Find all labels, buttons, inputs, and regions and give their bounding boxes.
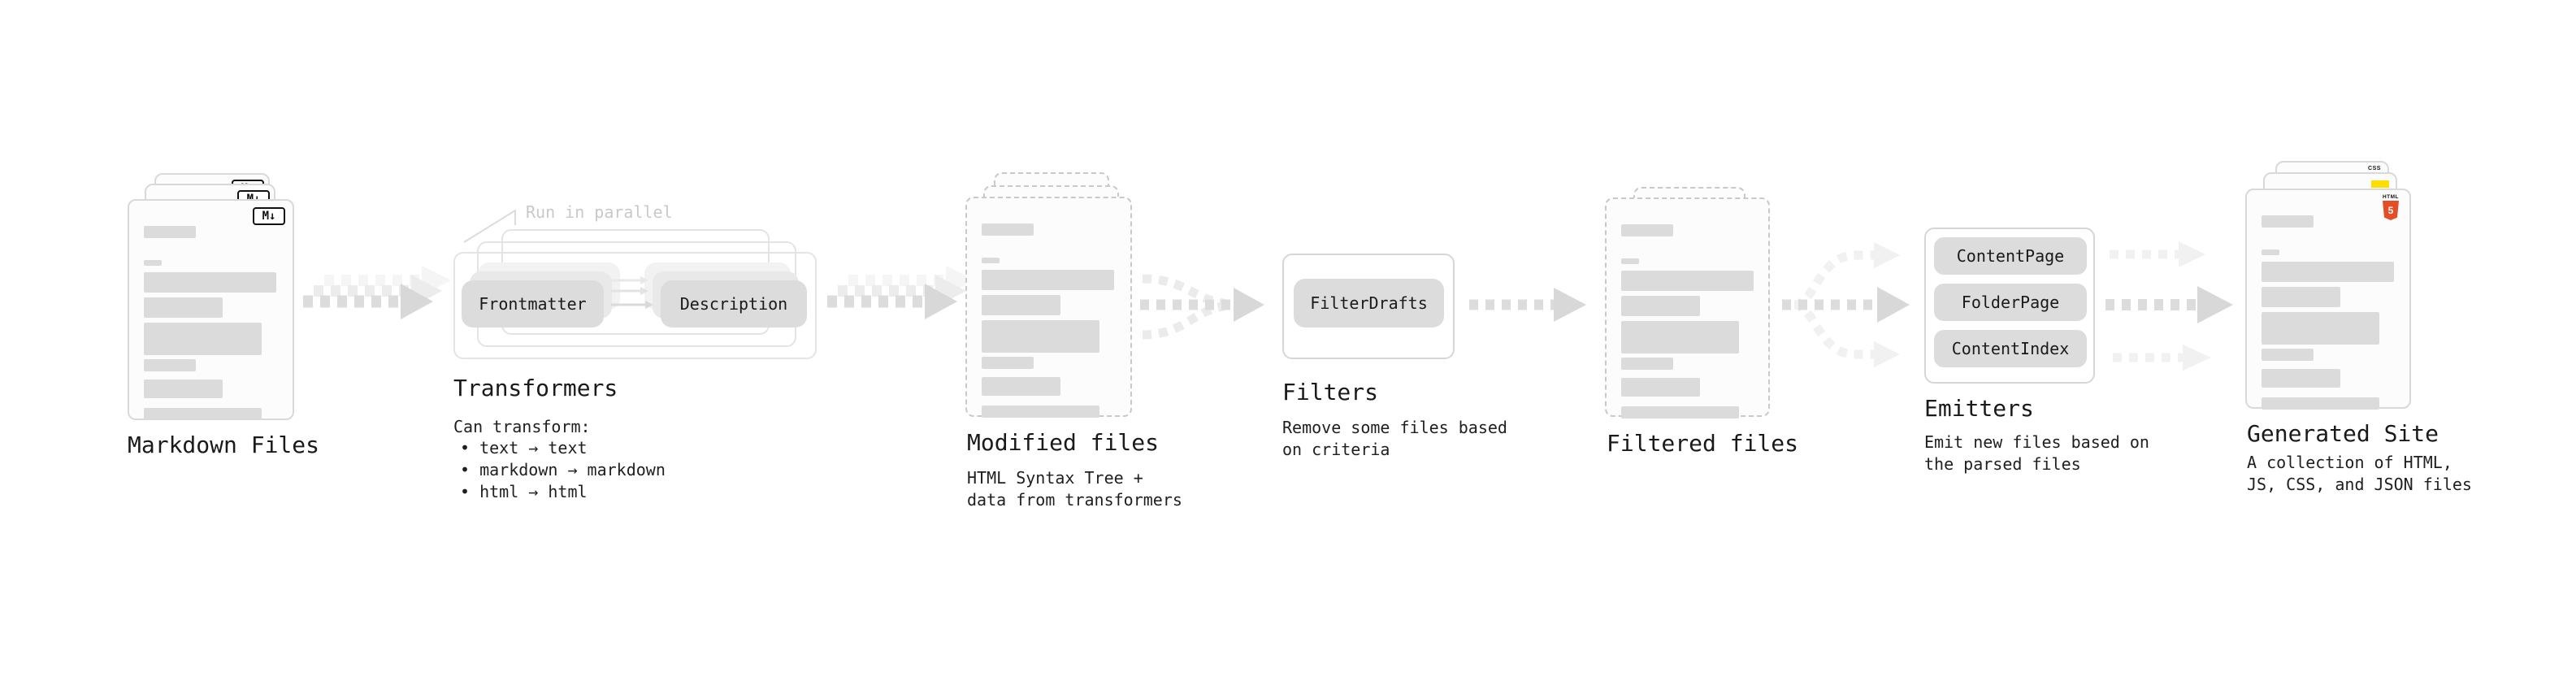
arrow-transformers-to-modified-icon: [827, 266, 975, 319]
placeholder-bar: [982, 377, 1060, 396]
markdown-file-card-front: M↓: [128, 199, 294, 420]
placeholder-bar: [2262, 262, 2394, 282]
frontmatter-pill-label: Frontmatter: [479, 294, 587, 314]
contentpage-label: ContentPage: [1956, 246, 2065, 266]
placeholder-bar: [982, 270, 1114, 290]
transform-bullet: • html → html: [460, 482, 588, 501]
doc-text-placeholder: [144, 201, 281, 420]
transformers-bullet-list: • text → text • markdown → markdown • ht…: [453, 437, 666, 503]
placeholder-bar: [1621, 406, 1739, 419]
placeholder-bar: [144, 380, 223, 398]
html5-icon-label: HTML: [2382, 194, 2400, 200]
emitter-contentindex-pill: ContentIndex: [1934, 330, 2087, 367]
arrow-modified-to-filters-merge-icon: [1140, 274, 1264, 340]
placeholder-bar: [982, 223, 1034, 236]
placeholder-bar: [2262, 287, 2340, 307]
placeholder-bar: [144, 297, 223, 318]
generated-site-title: Generated Site: [2247, 420, 2439, 447]
description-pill-label: Description: [679, 294, 788, 314]
emitters-caption: Emit new files based on the parsed files: [1924, 432, 2149, 474]
html5-icon: HTML 5: [2382, 194, 2400, 220]
placeholder-bar: [2262, 249, 2279, 255]
placeholder-bar: [144, 359, 196, 371]
modified-files-section: [965, 172, 1133, 420]
arrow-filtered-to-emitters-fanout-icon: [1782, 242, 1910, 367]
doc-text-placeholder: [2262, 190, 2398, 410]
placeholder-bar: [2262, 215, 2314, 228]
placeholder-bar: [1621, 321, 1739, 354]
placeholder-bar: [1621, 378, 1700, 397]
modified-files-caption: HTML Syntax Tree + data from transformer…: [967, 468, 1182, 510]
placeholder-bar: [1621, 358, 1673, 370]
transform-bullet: • markdown → markdown: [460, 460, 666, 479]
placeholder-bar: [982, 295, 1060, 315]
css-icon-label: CSS: [2368, 166, 2381, 171]
filter-drafts-label: FilterDrafts: [1310, 293, 1428, 313]
doc-text-placeholder: [982, 198, 1119, 418]
transformers-caption: Can transform:: [453, 417, 591, 436]
placeholder-bar: [982, 406, 1099, 418]
doc-text-placeholder: [1621, 199, 1757, 419]
placeholder-bar: [982, 258, 1000, 263]
run-in-parallel-note: Run in parallel: [526, 202, 673, 222]
transformers-box-front: [453, 252, 817, 359]
filter-drafts-pill: FilterDrafts: [1294, 279, 1444, 327]
arrow-emitters-to-site-parallel-icon: [2105, 241, 2233, 371]
placeholder-bar: [1621, 271, 1754, 291]
transformer-description-pill: Description: [661, 280, 807, 327]
markdown-icon: M↓: [253, 207, 285, 225]
contentindex-label: ContentIndex: [1951, 339, 2070, 358]
transformers-title: Transformers: [453, 375, 618, 401]
site-file-card-html: HTML 5: [2245, 189, 2411, 410]
html5-number: 5: [2387, 205, 2394, 216]
placeholder-bar: [144, 226, 196, 238]
modified-file-card-front: [965, 197, 1132, 418]
markdown-files-title: Markdown Files: [128, 432, 320, 458]
placeholder-bar: [2262, 349, 2314, 361]
run-in-parallel-callout-line: [463, 209, 516, 243]
markdown-icon-label: M↓: [262, 210, 276, 223]
emitter-folderpage-pill: FolderPage: [1934, 284, 2087, 321]
placeholder-bar: [982, 320, 1099, 353]
placeholder-bar: [2262, 369, 2340, 388]
placeholder-bar: [144, 272, 276, 293]
generated-site-caption: A collection of HTML, JS, CSS, and JSON …: [2247, 453, 2472, 494]
arrow-filters-to-filtered-icon: [1469, 288, 1586, 322]
placeholder-bar: [144, 260, 162, 266]
markdown-files-section: M↓ M↓ M↓: [128, 173, 295, 421]
filters-caption: Remove some files based on criteria: [1282, 418, 1507, 459]
html5-shield: 5: [2383, 201, 2399, 220]
placeholder-bar: [144, 408, 262, 420]
placeholder-bar: [2262, 312, 2379, 345]
parallel-run-arrows-icon: [611, 276, 653, 309]
filtered-file-card-front: [1605, 197, 1770, 419]
filtered-files-title: Filtered files: [1607, 430, 1799, 457]
placeholder-bar: [1621, 258, 1639, 264]
placeholder-bar: [144, 323, 262, 355]
transformer-frontmatter-pill: Frontmatter: [462, 280, 604, 327]
placeholder-bar: [2262, 397, 2379, 410]
js-icon: [2371, 180, 2389, 188]
placeholder-bar: [1621, 224, 1673, 236]
emitter-contentpage-pill: ContentPage: [1934, 237, 2087, 275]
transform-bullet: • text → text: [460, 438, 588, 458]
generated-site-section: CSS HTML 5: [2245, 161, 2413, 413]
folderpage-label: FolderPage: [1961, 293, 2060, 312]
placeholder-bar: [1621, 296, 1700, 316]
placeholder-bar: [982, 357, 1034, 369]
emitters-title: Emitters: [1924, 395, 2034, 422]
filtered-files-section: [1605, 187, 1772, 423]
modified-files-title: Modified files: [967, 429, 1160, 456]
arrow-markdown-to-transformers-icon: [303, 266, 451, 319]
filters-title: Filters: [1282, 379, 1379, 406]
